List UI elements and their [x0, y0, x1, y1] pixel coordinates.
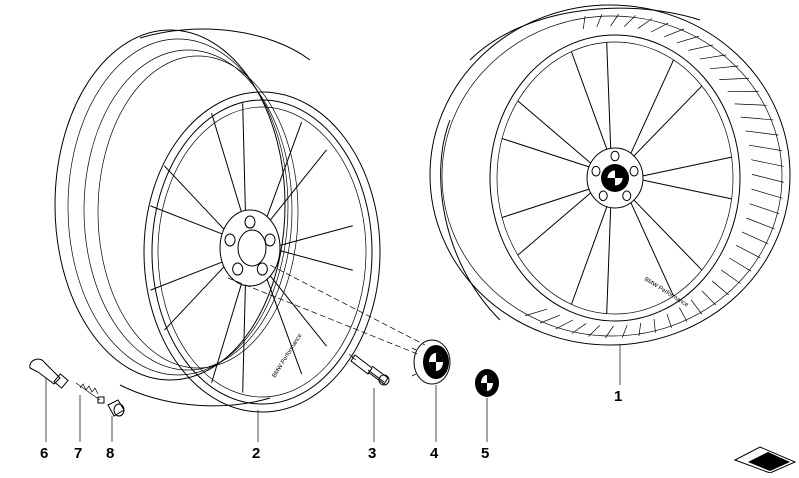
complete-wheel-drawing: BMW Performance [430, 5, 790, 345]
hub-cap-drawing [412, 340, 450, 384]
rim-spoke-line-5-0 [212, 113, 242, 211]
wheel-bolt-hole-4 [592, 166, 600, 176]
wheel-spoke-line-2-1 [571, 207, 606, 305]
rim-hub [220, 210, 280, 286]
wheel-bolt-drawing [349, 354, 389, 385]
tread-groove-36 [572, 323, 586, 333]
valve-cap-drawing [108, 400, 124, 416]
wheel-spoke-line-0-0 [643, 157, 732, 176]
wheel-spoke-line-3-0 [518, 193, 591, 255]
tread-groove-22 [742, 232, 768, 244]
rim-lettering-main: BMW Performance [272, 332, 304, 379]
wheel-spoke-line-5-0 [571, 52, 606, 150]
emblem-drawing [475, 369, 499, 397]
tread-groove-9 [700, 55, 727, 59]
wheel-bolt-hole-1 [630, 166, 638, 176]
tread-groove-37 [556, 320, 573, 329]
rim-spoke-line-3-1 [150, 262, 222, 290]
callout-2: 2 [252, 445, 260, 462]
rim-spoke-line-0-1 [280, 251, 353, 271]
rim-spoke-line-2-0 [243, 286, 246, 393]
wheel-spoke-line-3-1 [502, 189, 589, 217]
rim-lettering-tire: BMW Performance [643, 277, 690, 309]
rim-bolt-hole-0 [245, 216, 255, 228]
wheel-face: BMW Performance [502, 42, 732, 313]
tread-groove-6 [664, 29, 684, 37]
tread-groove-14 [741, 117, 774, 120]
callout-1: 1 [614, 388, 622, 405]
rim-spoke-line-4-0 [150, 206, 222, 234]
rim-spoke-line-4-1 [164, 166, 224, 229]
rim-face: BMW Performance [144, 92, 380, 412]
tread-groove-21 [746, 218, 774, 229]
callout-3: 3 [368, 445, 376, 462]
tread-groove-28 [691, 300, 702, 314]
tread-groove-15 [746, 131, 779, 135]
wheel-spoke-line-1-0 [634, 200, 702, 270]
wheel-spoke-line-5-1 [607, 42, 611, 148]
tread-groove-30 [667, 314, 672, 328]
rim-bolt-hole-2 [257, 263, 267, 275]
page-corner-icon [735, 447, 795, 473]
callout-7: 7 [74, 445, 82, 462]
wheel-bolt-hole-0 [611, 151, 619, 161]
wheel-bolt-hole-3 [599, 191, 607, 201]
callout-8: 8 [106, 445, 114, 462]
callout-4: 4 [430, 445, 439, 462]
tread-groove-27 [702, 291, 716, 305]
callout-5: 5 [481, 445, 489, 462]
rim-bolt-hole-1 [265, 234, 275, 246]
tread-groove-7 [677, 36, 699, 43]
tread-groove-25 [721, 270, 740, 284]
tread-groove-26 [712, 281, 729, 295]
tread-groove-11 [719, 78, 749, 79]
tread-groove-23 [736, 245, 760, 258]
tread-groove-18 [752, 174, 784, 182]
valve-drawing [30, 359, 68, 388]
tread-groove-16 [749, 145, 782, 150]
tread-groove-20 [750, 204, 780, 214]
bmw-logo-icon [601, 164, 629, 192]
rim-spokes [150, 103, 352, 392]
rim-center-bore [238, 230, 266, 266]
tread-groove-24 [729, 258, 751, 271]
wheel-spoke-line-4-1 [518, 101, 591, 163]
tread-groove-29 [679, 308, 687, 322]
tread-groove-8 [689, 45, 714, 50]
tread-groove-39 [525, 309, 547, 316]
rim-bolt-hole-3 [233, 263, 243, 275]
rim-spoke-line-5-1 [243, 103, 246, 210]
tread-groove-38 [540, 315, 560, 323]
rim-bolt-hole-4 [225, 234, 235, 246]
wheel-spoke-line-2-0 [607, 208, 611, 314]
wheel-bolt-hole-2 [623, 191, 631, 201]
tread-groove-10 [710, 66, 738, 69]
tread-groove-4 [638, 18, 652, 28]
wheel-spoke-line-4-0 [502, 138, 589, 166]
tread-groove-19 [751, 189, 782, 198]
tread-groove-13 [735, 104, 767, 105]
callout-6: 6 [40, 445, 48, 462]
rim-spoke-line-2-1 [212, 284, 242, 382]
wheel-spoke-line-6-1 [634, 86, 702, 156]
rim-spoke-line-3-0 [164, 267, 224, 330]
wheel-rim-drawing: BMW Performance [55, 29, 380, 412]
tread-groove-5 [651, 23, 668, 32]
wheel-spoke-line-6-0 [631, 60, 674, 153]
wheel-spoke-line-0-1 [643, 180, 732, 199]
tread-groove-17 [751, 160, 784, 167]
